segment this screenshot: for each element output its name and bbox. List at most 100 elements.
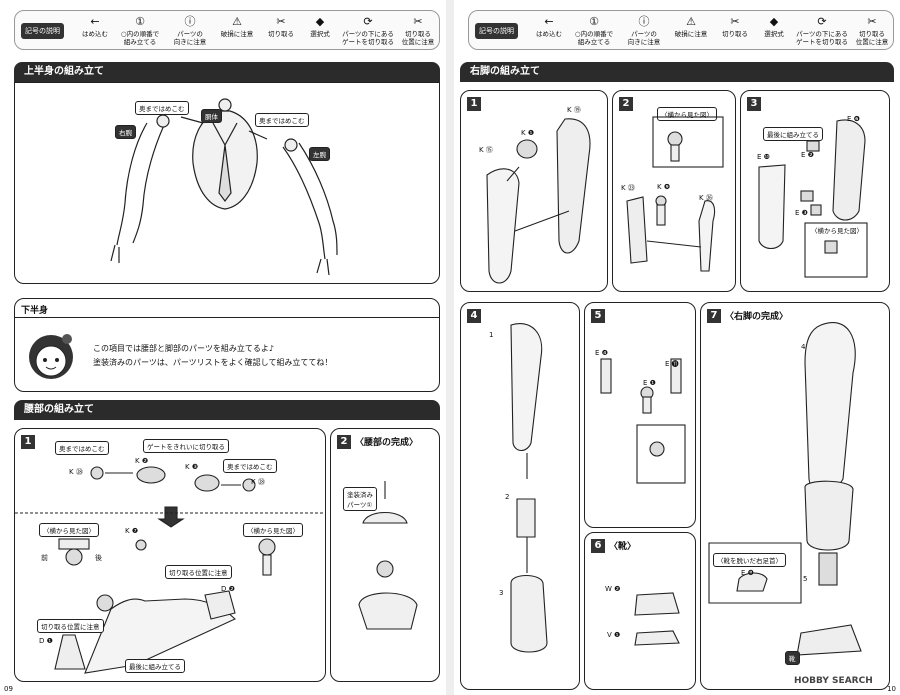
divider	[15, 317, 439, 318]
arrow-left-icon: ←	[90, 15, 100, 28]
part-label: K ❷	[135, 457, 149, 465]
leg-step-1-panel: 1 K ⑲ K ❶ K ⑮	[460, 90, 608, 292]
part-label: 2	[505, 493, 510, 501]
cut-icon: ✂	[276, 15, 286, 28]
assemble-last-note: 最後に組み立てる	[763, 127, 823, 141]
cut-position-note: 切り取る位置に注意	[165, 565, 232, 579]
side-view-label: 〈横から見た図〉	[39, 523, 99, 537]
circle-number-icon: ①	[135, 15, 145, 28]
leg-step-7-panel: 7 〈右脚の完成〉 4 〈靴を脱いだ右足首〉 E ❽ 5 靴	[700, 302, 890, 690]
legend-item: ①○内の順番で 組み立てる	[115, 15, 165, 46]
waist-complete-title: 〈腰部の完成〉	[355, 438, 419, 448]
legend-text: 切り取る 位置に注意	[855, 30, 889, 46]
step-number: 5	[591, 309, 605, 323]
legend-item: ⟳パーツの下にある ゲートを切り取る	[337, 15, 399, 46]
right-leg-heading: 右脚の組み立て	[460, 62, 894, 82]
part-label: K ❾	[657, 183, 671, 191]
part-label: E ❷	[801, 151, 814, 159]
circle-number-icon: ①	[589, 15, 599, 28]
right-arm-label: 右腕	[115, 125, 136, 139]
part-label: K ❸	[185, 463, 199, 471]
part-label: E ⓫	[665, 360, 679, 368]
step-number: 4	[467, 309, 481, 323]
upper-body-heading: 上半身の組み立て	[14, 62, 440, 82]
part-label: D ❷	[221, 585, 235, 593]
part-label: D ❶	[39, 637, 53, 645]
part-label: K ⑲	[567, 106, 581, 114]
legend-text: パーツの 向きに注意	[173, 30, 207, 46]
shoes-illustration	[634, 592, 680, 646]
leg-step-1-illustration	[486, 118, 591, 284]
push-in-note: 奥まではめこむ	[135, 101, 189, 115]
legend-item: ◆ 選択式	[757, 15, 791, 38]
legend-item: ←はめ込む	[529, 15, 569, 38]
part-label: W ❷	[605, 585, 621, 593]
part-label: E ❹	[595, 349, 608, 357]
cut-position-note: 切り取る位置に注意	[37, 619, 104, 633]
part-label: K ❶	[521, 129, 535, 137]
waist-step-2-panel: 2 〈腰部の完成〉 塗装済み パーツ①	[330, 428, 440, 682]
legend-label: 記号の説明	[21, 23, 64, 39]
left-arm-label: 左腕	[309, 147, 330, 161]
shoes-title: 〈靴〉	[609, 542, 637, 552]
legend-item: ✂切り取る	[715, 15, 755, 38]
upper-body-panel: 奥まではめこむ 胴体 奥まではめこむ 右腕 左腕	[14, 82, 440, 284]
step-number: 3	[747, 97, 761, 111]
step-number: 2	[619, 97, 633, 111]
lower-body-title: 下半身	[21, 306, 49, 316]
legend-label: 記号の説明	[475, 23, 518, 39]
legend-item: ✂切り取る 位置に注意	[853, 15, 891, 46]
waist-step-1-illustration	[15, 466, 325, 674]
guide-character-avatar	[29, 334, 73, 379]
waist-complete-illustration	[358, 481, 418, 630]
step-number: 1	[467, 97, 481, 111]
upper-body-illustration	[110, 98, 338, 276]
part-label: E ❸	[795, 209, 808, 217]
cut-icon: ✂	[730, 15, 740, 28]
legend-text: 破損に注意	[220, 30, 254, 38]
part-label: 3	[499, 589, 504, 597]
legend-text: はめ込む	[536, 30, 562, 38]
leg-step-2-illustration	[626, 116, 724, 272]
legend-text: パーツの下にある ゲートを切り取る	[796, 30, 848, 46]
legend-text: パーツの下にある ゲートを切り取る	[342, 30, 394, 46]
part-label: E ❶	[643, 379, 656, 387]
select-icon: ◆	[769, 15, 779, 28]
legend-text: 切り取る	[268, 30, 294, 38]
step-number: 1	[21, 435, 35, 449]
part-label: K ㉘	[69, 468, 83, 476]
step-number: 6	[591, 539, 605, 553]
part-label: K ❼	[125, 527, 139, 535]
part-label: K ㉖	[699, 194, 713, 202]
leg-step-6-panel: 6 〈靴〉 W ❷ V ❶	[584, 532, 696, 690]
select-icon: ◆	[315, 15, 325, 28]
legend-item: ←はめ込む	[75, 15, 115, 38]
part-label: 4	[801, 343, 806, 351]
legend-item: ✂ 切り取る	[261, 15, 301, 38]
side-view-label: 〈横から見た図〉	[811, 227, 863, 235]
legend-text: 選択式	[764, 30, 784, 38]
broken-icon: ⚠	[686, 15, 696, 28]
leg-step-4-illustration	[510, 323, 548, 653]
legend-text: ○内の順番で 組み立てる	[574, 30, 614, 46]
page-number: 09	[4, 685, 13, 693]
legend-text: パーツの 向きに注意	[627, 30, 661, 46]
painted-part-note: 塗装済み パーツ①	[343, 487, 377, 511]
legend-item: ⟳パーツの下にある ゲートを切り取る	[791, 15, 853, 46]
gate-cut-note: ゲートをきれいに切り取る	[143, 439, 229, 453]
part-label: V ❶	[607, 631, 621, 639]
watermark: HOBBY SEARCH	[794, 676, 873, 686]
part-label: E ❿	[757, 153, 770, 161]
push-in-note: 奥まではめこむ	[223, 459, 277, 473]
part-label: E ❽	[741, 569, 754, 577]
leg-step-2-panel: 2 〈横から見た図〉 K ㉓ K ❾ K ㉖	[612, 90, 736, 292]
lower-body-text-2: 塗装済みのパーツは、パーツリストをよく確認して組み立ててね！	[93, 358, 333, 367]
part-label: E ❻	[847, 115, 860, 123]
part-label: K ⑮	[479, 146, 493, 154]
legend-item: ◆選択式	[303, 15, 337, 38]
leg-step-4-panel: 4 1 2 3	[460, 302, 580, 690]
part-label: K ㉘	[251, 478, 265, 486]
leg-step-5-panel: 5 E ❹ E ⓫ E ❶	[584, 302, 696, 528]
